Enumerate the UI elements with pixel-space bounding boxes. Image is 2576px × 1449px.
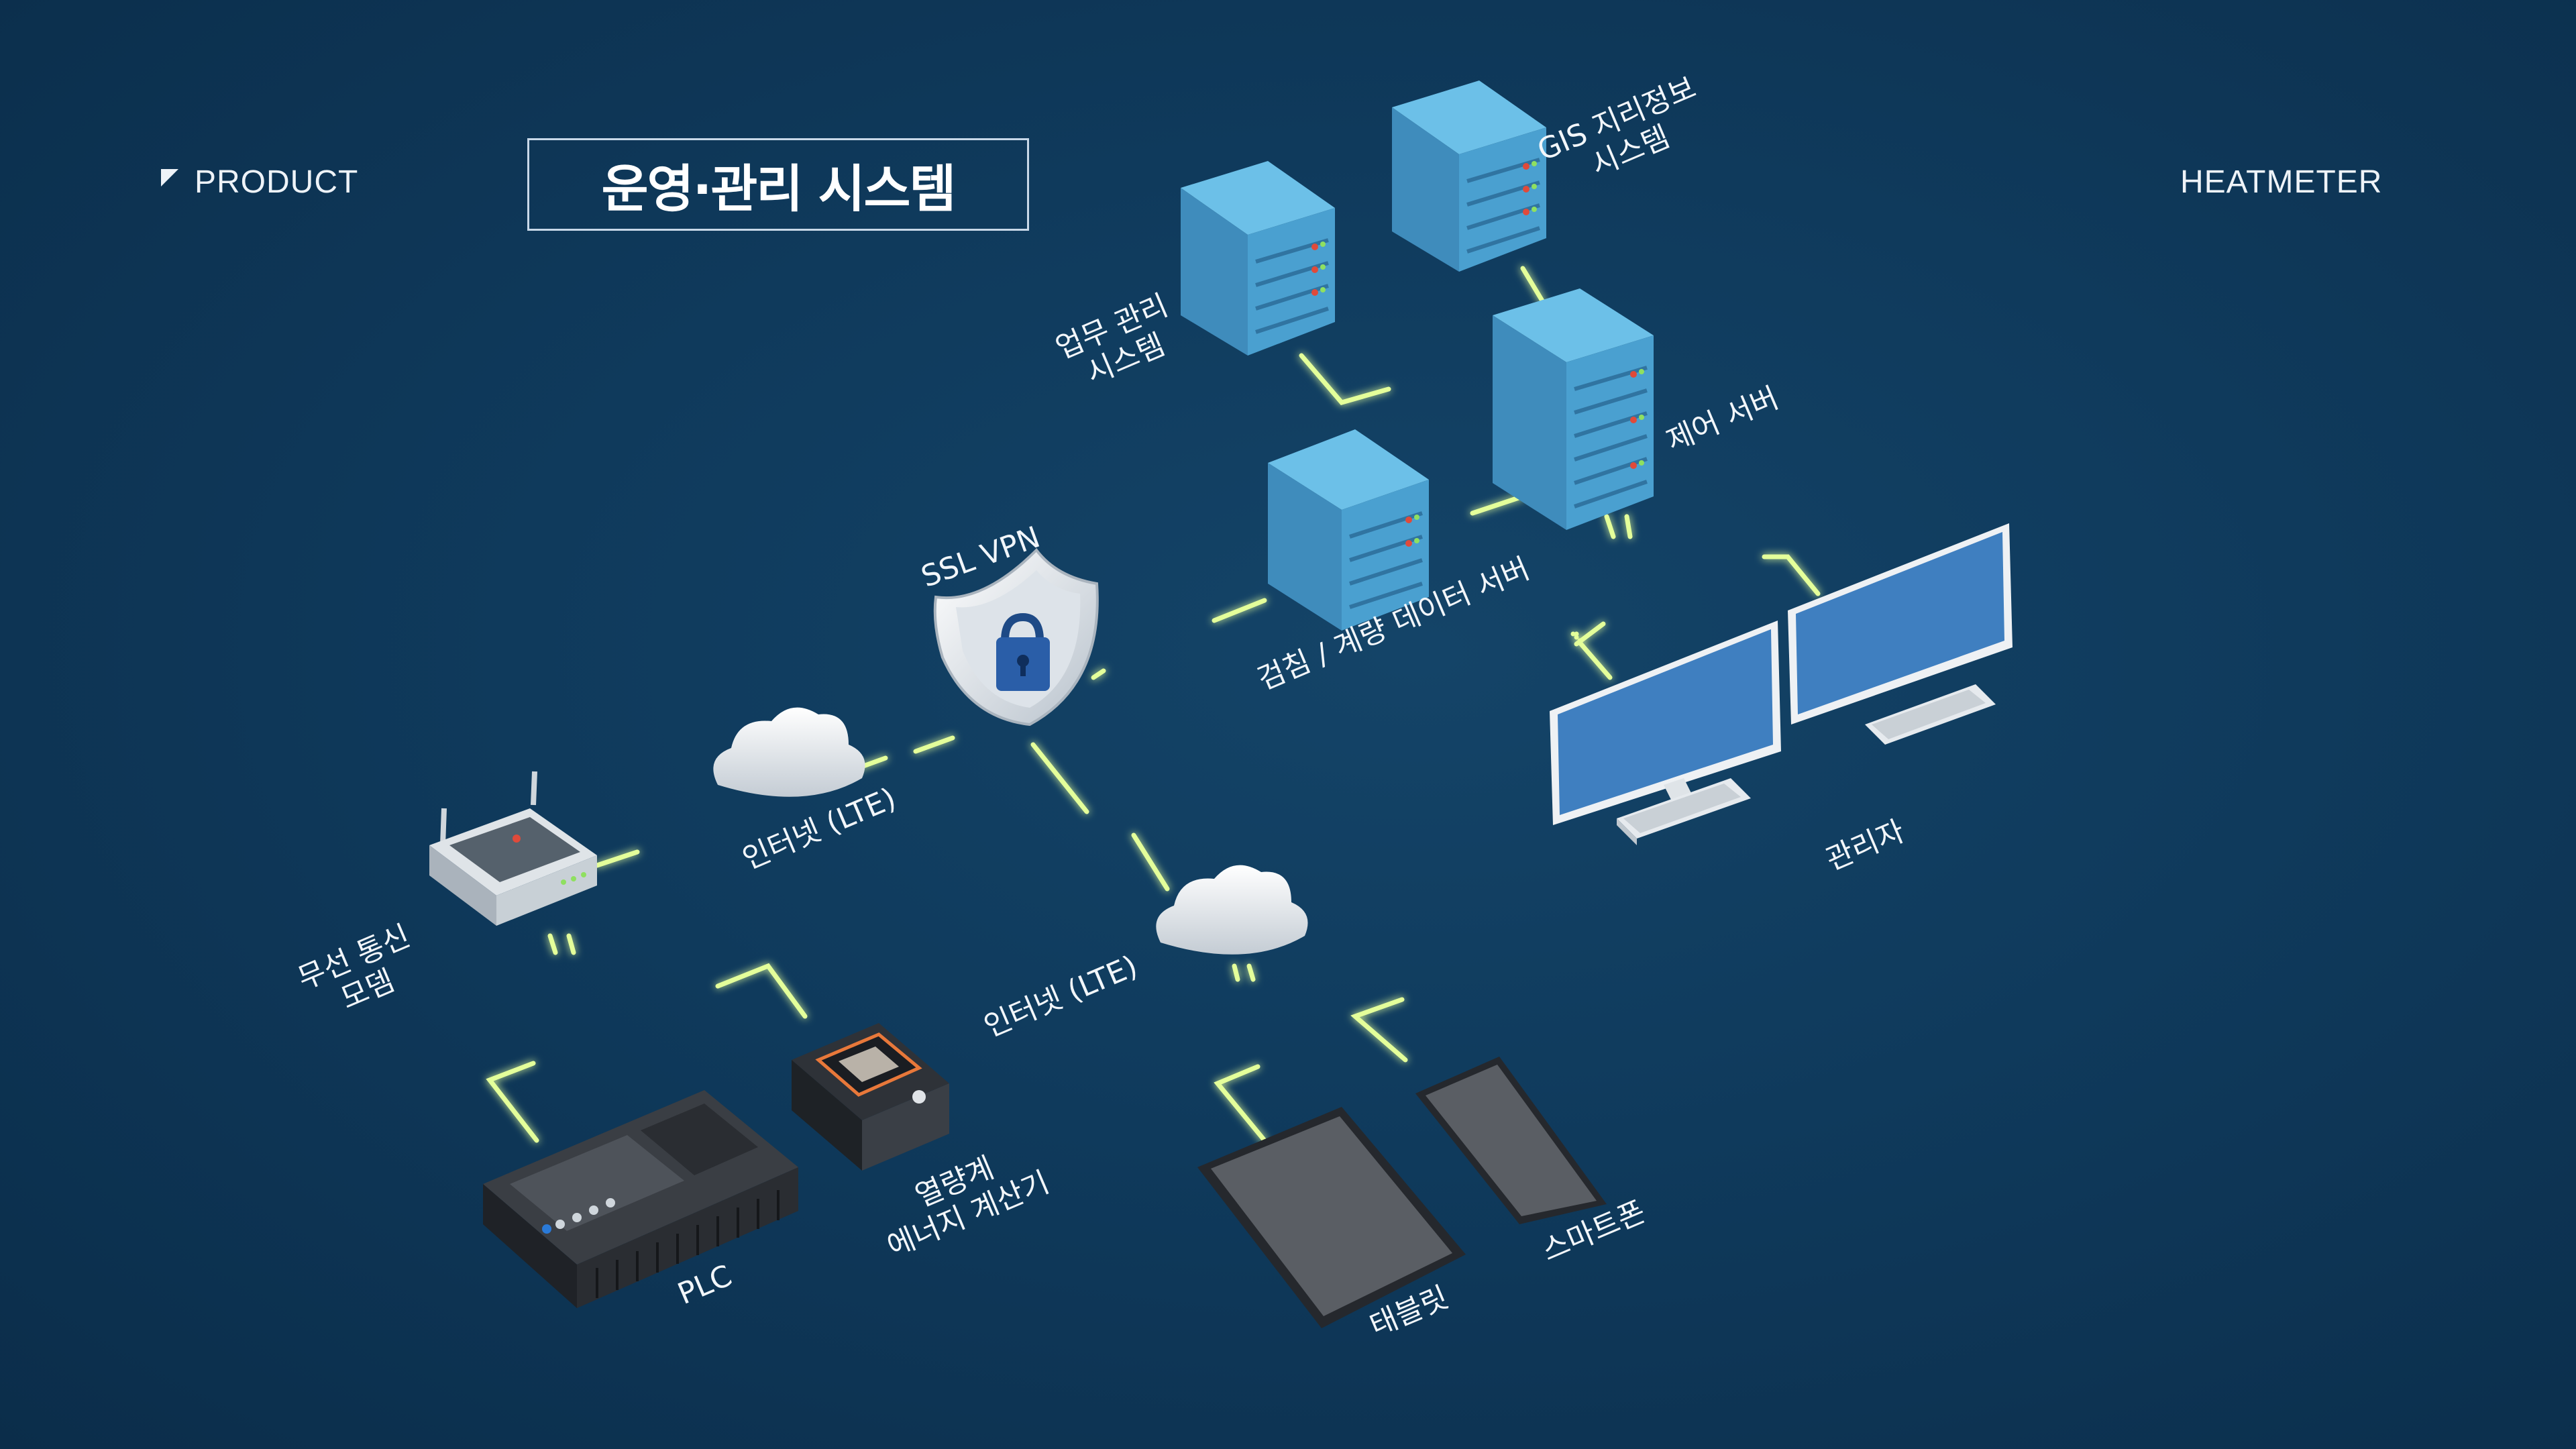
connector-monitor-2 [1762, 554, 1821, 596]
server-control [1493, 288, 1654, 530]
brand-label: PRODUCT [161, 164, 358, 201]
connector-tablet [1214, 1064, 1267, 1143]
connector-cloud-bottom [1232, 963, 1256, 982]
shield-lock-icon [933, 547, 1099, 727]
connector-monitor-1 [1577, 640, 1613, 680]
smartphone-icon [1415, 1057, 1607, 1224]
server-meter [1268, 429, 1429, 631]
monitor-icon [1550, 621, 1781, 845]
plc-device-icon [483, 1090, 798, 1308]
corner-mark-icon [161, 169, 178, 186]
connector-modem-bottom [547, 933, 576, 955]
connector-meter-server [1212, 598, 1267, 623]
connector-ssl-lower-cloud [1030, 742, 1089, 814]
router-icon [429, 771, 597, 926]
connector-smartphone [1350, 997, 1408, 1063]
connector-work [1299, 353, 1391, 405]
tablet-icon [1197, 1107, 1466, 1328]
page-title: 운영·관리 시스템 [601, 159, 957, 219]
connector-modem [594, 849, 640, 868]
page-title-box: 운영·관리 시스템 [527, 138, 1029, 231]
connector-heatmeter [715, 963, 808, 1019]
server-work [1181, 161, 1335, 356]
server-gis [1392, 80, 1546, 272]
cloud-icon-lower [1156, 865, 1308, 955]
connector-plc [486, 1061, 539, 1143]
connector-control [1470, 494, 1525, 516]
cloud-icon [713, 707, 865, 797]
connector-control-bottom [1604, 514, 1633, 539]
connector-ssl-cloud [913, 735, 955, 754]
connector-gis [1520, 266, 1546, 305]
heat-meter-device-icon [792, 1023, 949, 1171]
monitor-icon-2 [1788, 523, 2012, 745]
product-name: HEATMETER [2180, 164, 2383, 200]
connector-lines [486, 266, 1821, 1143]
